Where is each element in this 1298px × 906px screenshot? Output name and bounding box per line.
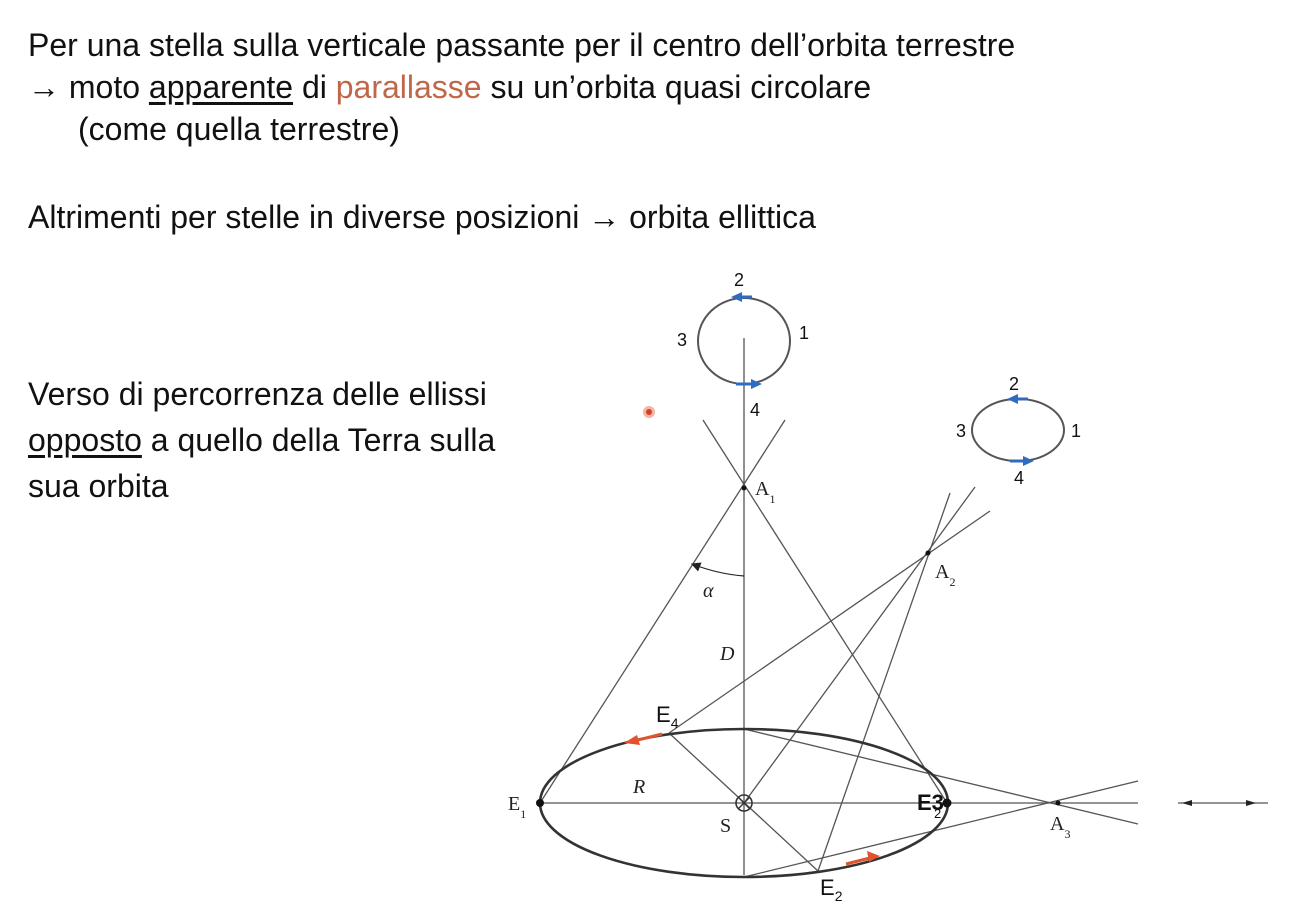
sight-lines bbox=[539, 338, 1268, 878]
label-D: D bbox=[719, 643, 735, 665]
label-S: S bbox=[720, 815, 731, 837]
point-E3 bbox=[942, 798, 952, 808]
point-A2 bbox=[925, 550, 931, 556]
side-note-line-2: opposto a quello della Terra sulla bbox=[28, 418, 495, 462]
heading-line-1-text: Per una stella sulla verticale passante … bbox=[28, 27, 1016, 63]
label-A1: A1 bbox=[755, 478, 775, 506]
line-E3-A1 bbox=[702, 419, 948, 804]
top-circle-number-2: 2 bbox=[734, 270, 744, 290]
side-note-line-3: sua orbita bbox=[28, 464, 169, 508]
line-top-A3 bbox=[743, 728, 1139, 825]
heading-line-2-underlined: apparente bbox=[148, 69, 294, 105]
line-E1-A1 bbox=[539, 419, 786, 804]
right-ellipse-number-3: 3 bbox=[956, 421, 966, 441]
right-arrow-icon: → bbox=[28, 69, 60, 105]
side-note-line-1: Verso di percorrenza delle ellissi bbox=[28, 372, 487, 416]
point-E1 bbox=[536, 799, 544, 807]
red-arrow-lower bbox=[845, 851, 880, 866]
label-alpha: α bbox=[703, 580, 714, 602]
label-E3: E3 bbox=[917, 790, 944, 815]
right-arrow-icon bbox=[1246, 800, 1256, 806]
top-circle-number-1: 1 bbox=[799, 323, 809, 343]
side-note-line-1-text: Verso di percorrenza delle ellissi bbox=[28, 376, 487, 412]
top-circle-number-3: 3 bbox=[677, 330, 687, 350]
label-E2: E2 bbox=[820, 875, 843, 904]
heading-line-4-pre: Altrimenti per stelle in diverse posizio… bbox=[28, 199, 580, 235]
left-arrow-icon bbox=[1182, 800, 1192, 806]
right-ellipse-number-2: 2 bbox=[1009, 374, 1019, 394]
heading-line-3-text: (come quella terrestre) bbox=[78, 111, 400, 147]
heading-line-1: Per una stella sulla verticale passante … bbox=[28, 26, 1015, 64]
right-ellipse-number-1: 1 bbox=[1071, 421, 1081, 441]
red-arrow-upper bbox=[624, 732, 663, 745]
sun-icon bbox=[735, 794, 753, 812]
heading-line-2-mid: di bbox=[301, 69, 327, 105]
side-note-line-3-text: sua orbita bbox=[28, 468, 169, 504]
label-R: R bbox=[632, 776, 645, 798]
heading-line-2-highlight: parallasse bbox=[335, 69, 482, 105]
label-A2: A2 bbox=[935, 561, 955, 589]
heading-line-2: → moto apparente di parallasse su un’orb… bbox=[28, 68, 871, 106]
blue-arrow-top bbox=[731, 292, 752, 302]
heading-line-4-post: orbita ellittica bbox=[629, 199, 816, 235]
heading-line-2-post: su un’orbita quasi circolare bbox=[490, 69, 872, 105]
blue-arrow-bottom bbox=[736, 379, 762, 389]
line-bottom-A3 bbox=[743, 780, 1139, 878]
pointer-dot-icon bbox=[643, 406, 655, 418]
right-ellipse-number-4: 4 bbox=[1014, 468, 1024, 488]
side-note-line-2-rest: a quello della Terra sulla bbox=[150, 422, 496, 458]
heading-line-3: (come quella terrestre) bbox=[78, 110, 400, 148]
apparent-orbit-ellipse-right bbox=[971, 398, 1065, 462]
label-E1: E1 bbox=[508, 793, 526, 821]
top-circle-number-4: 4 bbox=[750, 400, 760, 420]
heading-line-2-pre: moto bbox=[68, 69, 141, 105]
heading-line-4: Altrimenti per stelle in diverse posizio… bbox=[28, 198, 816, 236]
label-E4: E4 bbox=[656, 702, 679, 731]
blue-arrow-right-bottom bbox=[1010, 456, 1034, 466]
alpha-angle-arc bbox=[690, 562, 745, 577]
label-A3: A3 bbox=[1050, 813, 1070, 841]
line-E2-A2 bbox=[817, 492, 951, 872]
point-A1 bbox=[741, 485, 747, 491]
line-E4-A2 bbox=[668, 510, 991, 734]
right-arrow-icon: → bbox=[588, 199, 621, 235]
blue-arrow-right-top bbox=[1007, 394, 1028, 404]
label-E3-overlap: 2 bbox=[934, 806, 941, 821]
line-S-A2 bbox=[743, 486, 976, 804]
side-note-underlined: opposto bbox=[28, 422, 142, 458]
point-A3 bbox=[1055, 800, 1061, 806]
